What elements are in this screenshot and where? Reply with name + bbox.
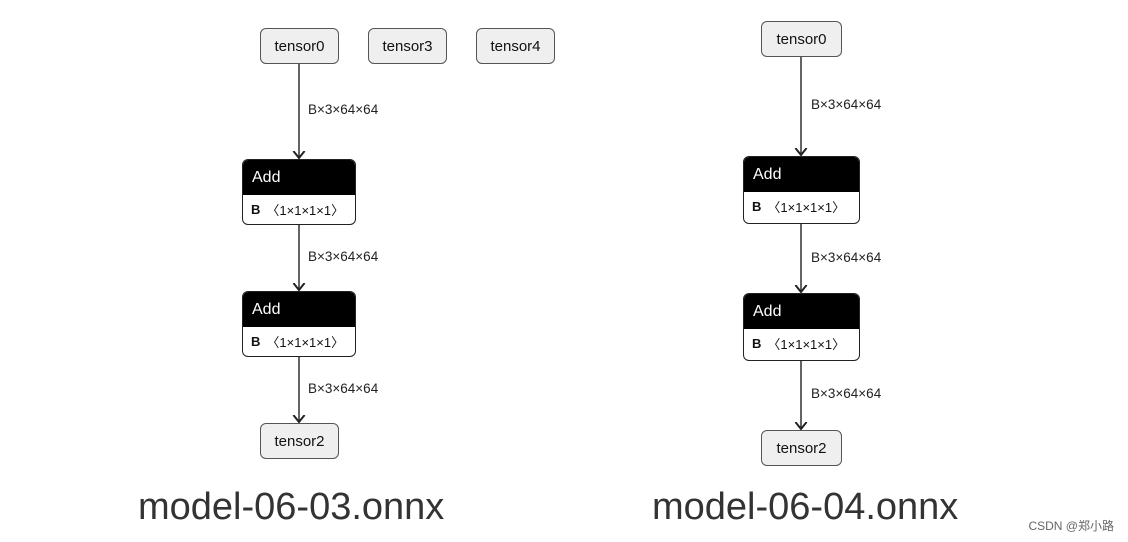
right-edge-label-2: B×3×64×64 (811, 250, 882, 265)
right-add-node-1[interactable]: Add B 〈1×1×1×1〉 (743, 156, 860, 224)
node-op: Add (243, 292, 355, 327)
node-op: Add (243, 160, 355, 195)
left-edge-label-2: B×3×64×64 (308, 249, 379, 264)
left-input-tensor3[interactable]: tensor3 (368, 28, 447, 64)
node-op: Add (744, 157, 859, 192)
node-attr: B 〈1×1×1×1〉 (243, 327, 355, 356)
right-edge-label-3: B×3×64×64 (811, 386, 882, 401)
attr-value: 〈1×1×1×1〉 (767, 337, 846, 352)
attr-value: 〈1×1×1×1〉 (266, 335, 345, 350)
attr-name: B (251, 202, 261, 217)
attr-name: B (752, 336, 762, 351)
attr-name: B (251, 334, 261, 349)
attr-name: B (752, 199, 762, 214)
left-input-tensor0[interactable]: tensor0 (260, 28, 339, 64)
left-input-tensor4[interactable]: tensor4 (476, 28, 555, 64)
attr-value: 〈1×1×1×1〉 (266, 203, 345, 218)
right-caption: model-06-04.onnx (652, 486, 959, 528)
watermark: CSDN @郑小路 (1028, 519, 1114, 533)
right-edge-label-1: B×3×64×64 (811, 97, 882, 112)
left-edge-label-3: B×3×64×64 (308, 381, 379, 396)
left-add-node-1[interactable]: Add B 〈1×1×1×1〉 (242, 159, 356, 225)
right-output-tensor2[interactable]: tensor2 (761, 430, 842, 466)
left-output-tensor2[interactable]: tensor2 (260, 423, 339, 459)
attr-value: 〈1×1×1×1〉 (767, 200, 846, 215)
node-attr: B 〈1×1×1×1〉 (243, 195, 355, 224)
node-attr: B 〈1×1×1×1〉 (744, 329, 859, 358)
right-input-tensor0[interactable]: tensor0 (761, 21, 842, 57)
left-add-node-2[interactable]: Add B 〈1×1×1×1〉 (242, 291, 356, 357)
node-attr: B 〈1×1×1×1〉 (744, 192, 859, 221)
left-caption: model-06-03.onnx (138, 486, 445, 528)
left-edge-label-1: B×3×64×64 (308, 102, 379, 117)
node-op: Add (744, 294, 859, 329)
right-add-node-2[interactable]: Add B 〈1×1×1×1〉 (743, 293, 860, 361)
